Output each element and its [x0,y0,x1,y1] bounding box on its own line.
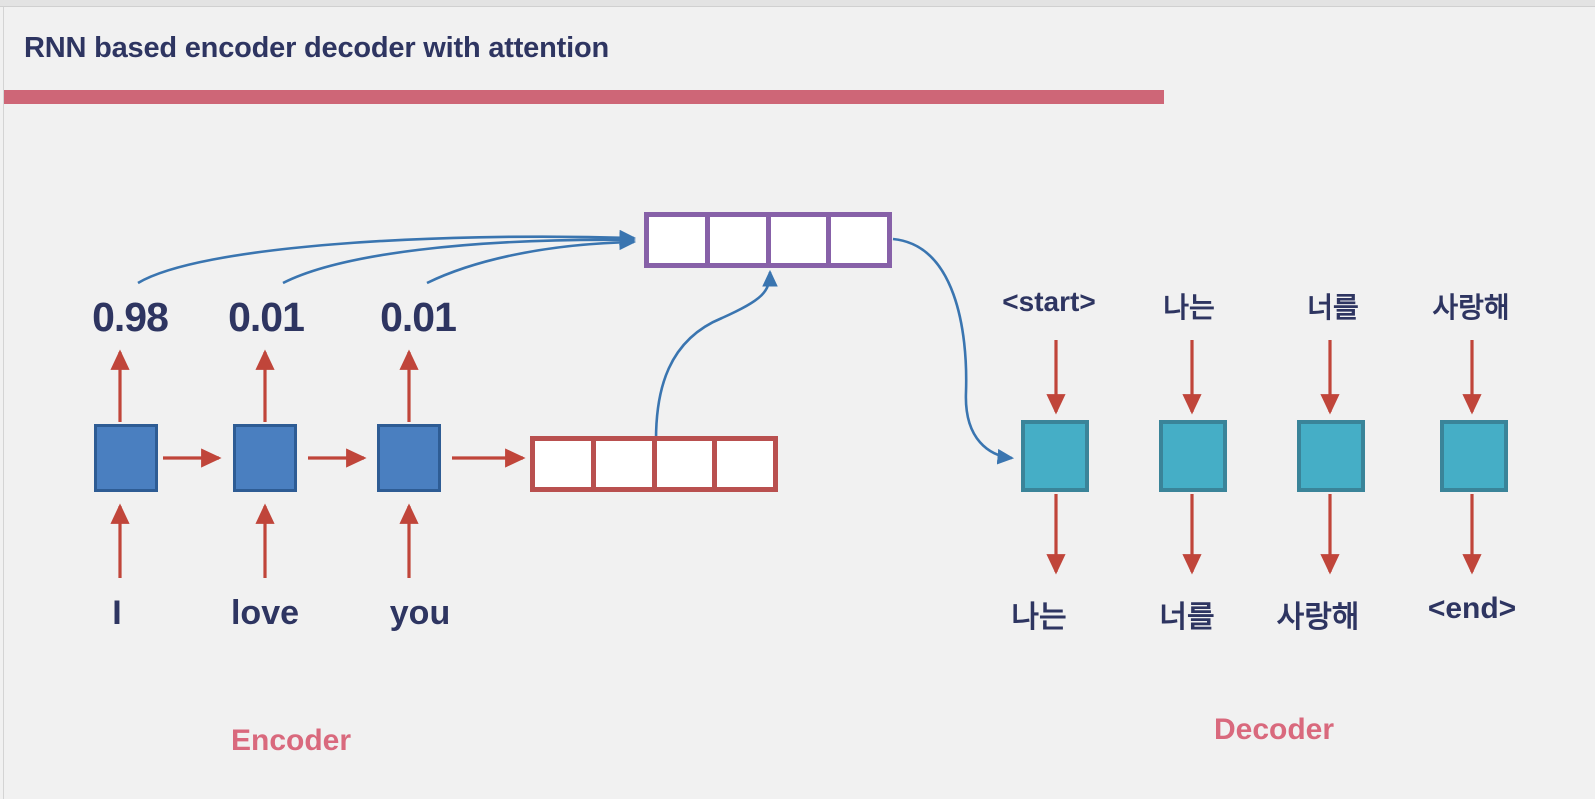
decoder-input-token: 나는 [1163,292,1215,323]
decoder-input-token: 사랑해 [1432,292,1510,323]
decoder-input-token: 너를 [1307,292,1359,323]
attention-vector-cell [704,217,766,263]
decoder-cell [1297,420,1365,492]
encoder-input-word: love [230,594,300,632]
attention-vector-cell [826,217,887,263]
attention-weight-label: 0.01 [380,294,457,340]
decoder-cell [1440,420,1508,492]
decoder-input-token: <start> [1002,286,1096,317]
context-vector-cell [590,441,652,487]
page-title: RNN based encoder decoder with attention [24,32,609,64]
decoder-cell [1159,420,1227,492]
encoder-input-word: you [389,594,451,632]
context-vector-cell [712,441,773,487]
encoder-section-label: Encoder [230,724,352,757]
decoder-output-token: 나는 [1011,601,1067,634]
context-vector [530,436,778,492]
attention-weight-label: 0.98 [92,294,169,340]
encoder-input-word: I [112,594,122,632]
attention-vector-cell [765,217,827,263]
decoder-cell [1021,420,1089,492]
decoder-output-token: 사랑해 [1276,601,1360,634]
decoder-output-token: 너를 [1159,601,1215,634]
encoder-cell [377,424,441,492]
title-underline-bar [4,90,1164,104]
decoder-output-token: <end> [1427,592,1517,625]
encoder-cell [233,424,297,492]
context-vector-cell [651,441,713,487]
left-edge-rule [3,7,4,799]
top-edge-strip [0,0,1595,7]
attention-vector [644,212,892,268]
context-vector-cell [535,441,591,487]
attention-weight-label: 0.01 [228,294,305,340]
decoder-section-label: Decoder [1213,713,1335,746]
encoder-cell [94,424,158,492]
attention-vector-cell [649,217,705,263]
